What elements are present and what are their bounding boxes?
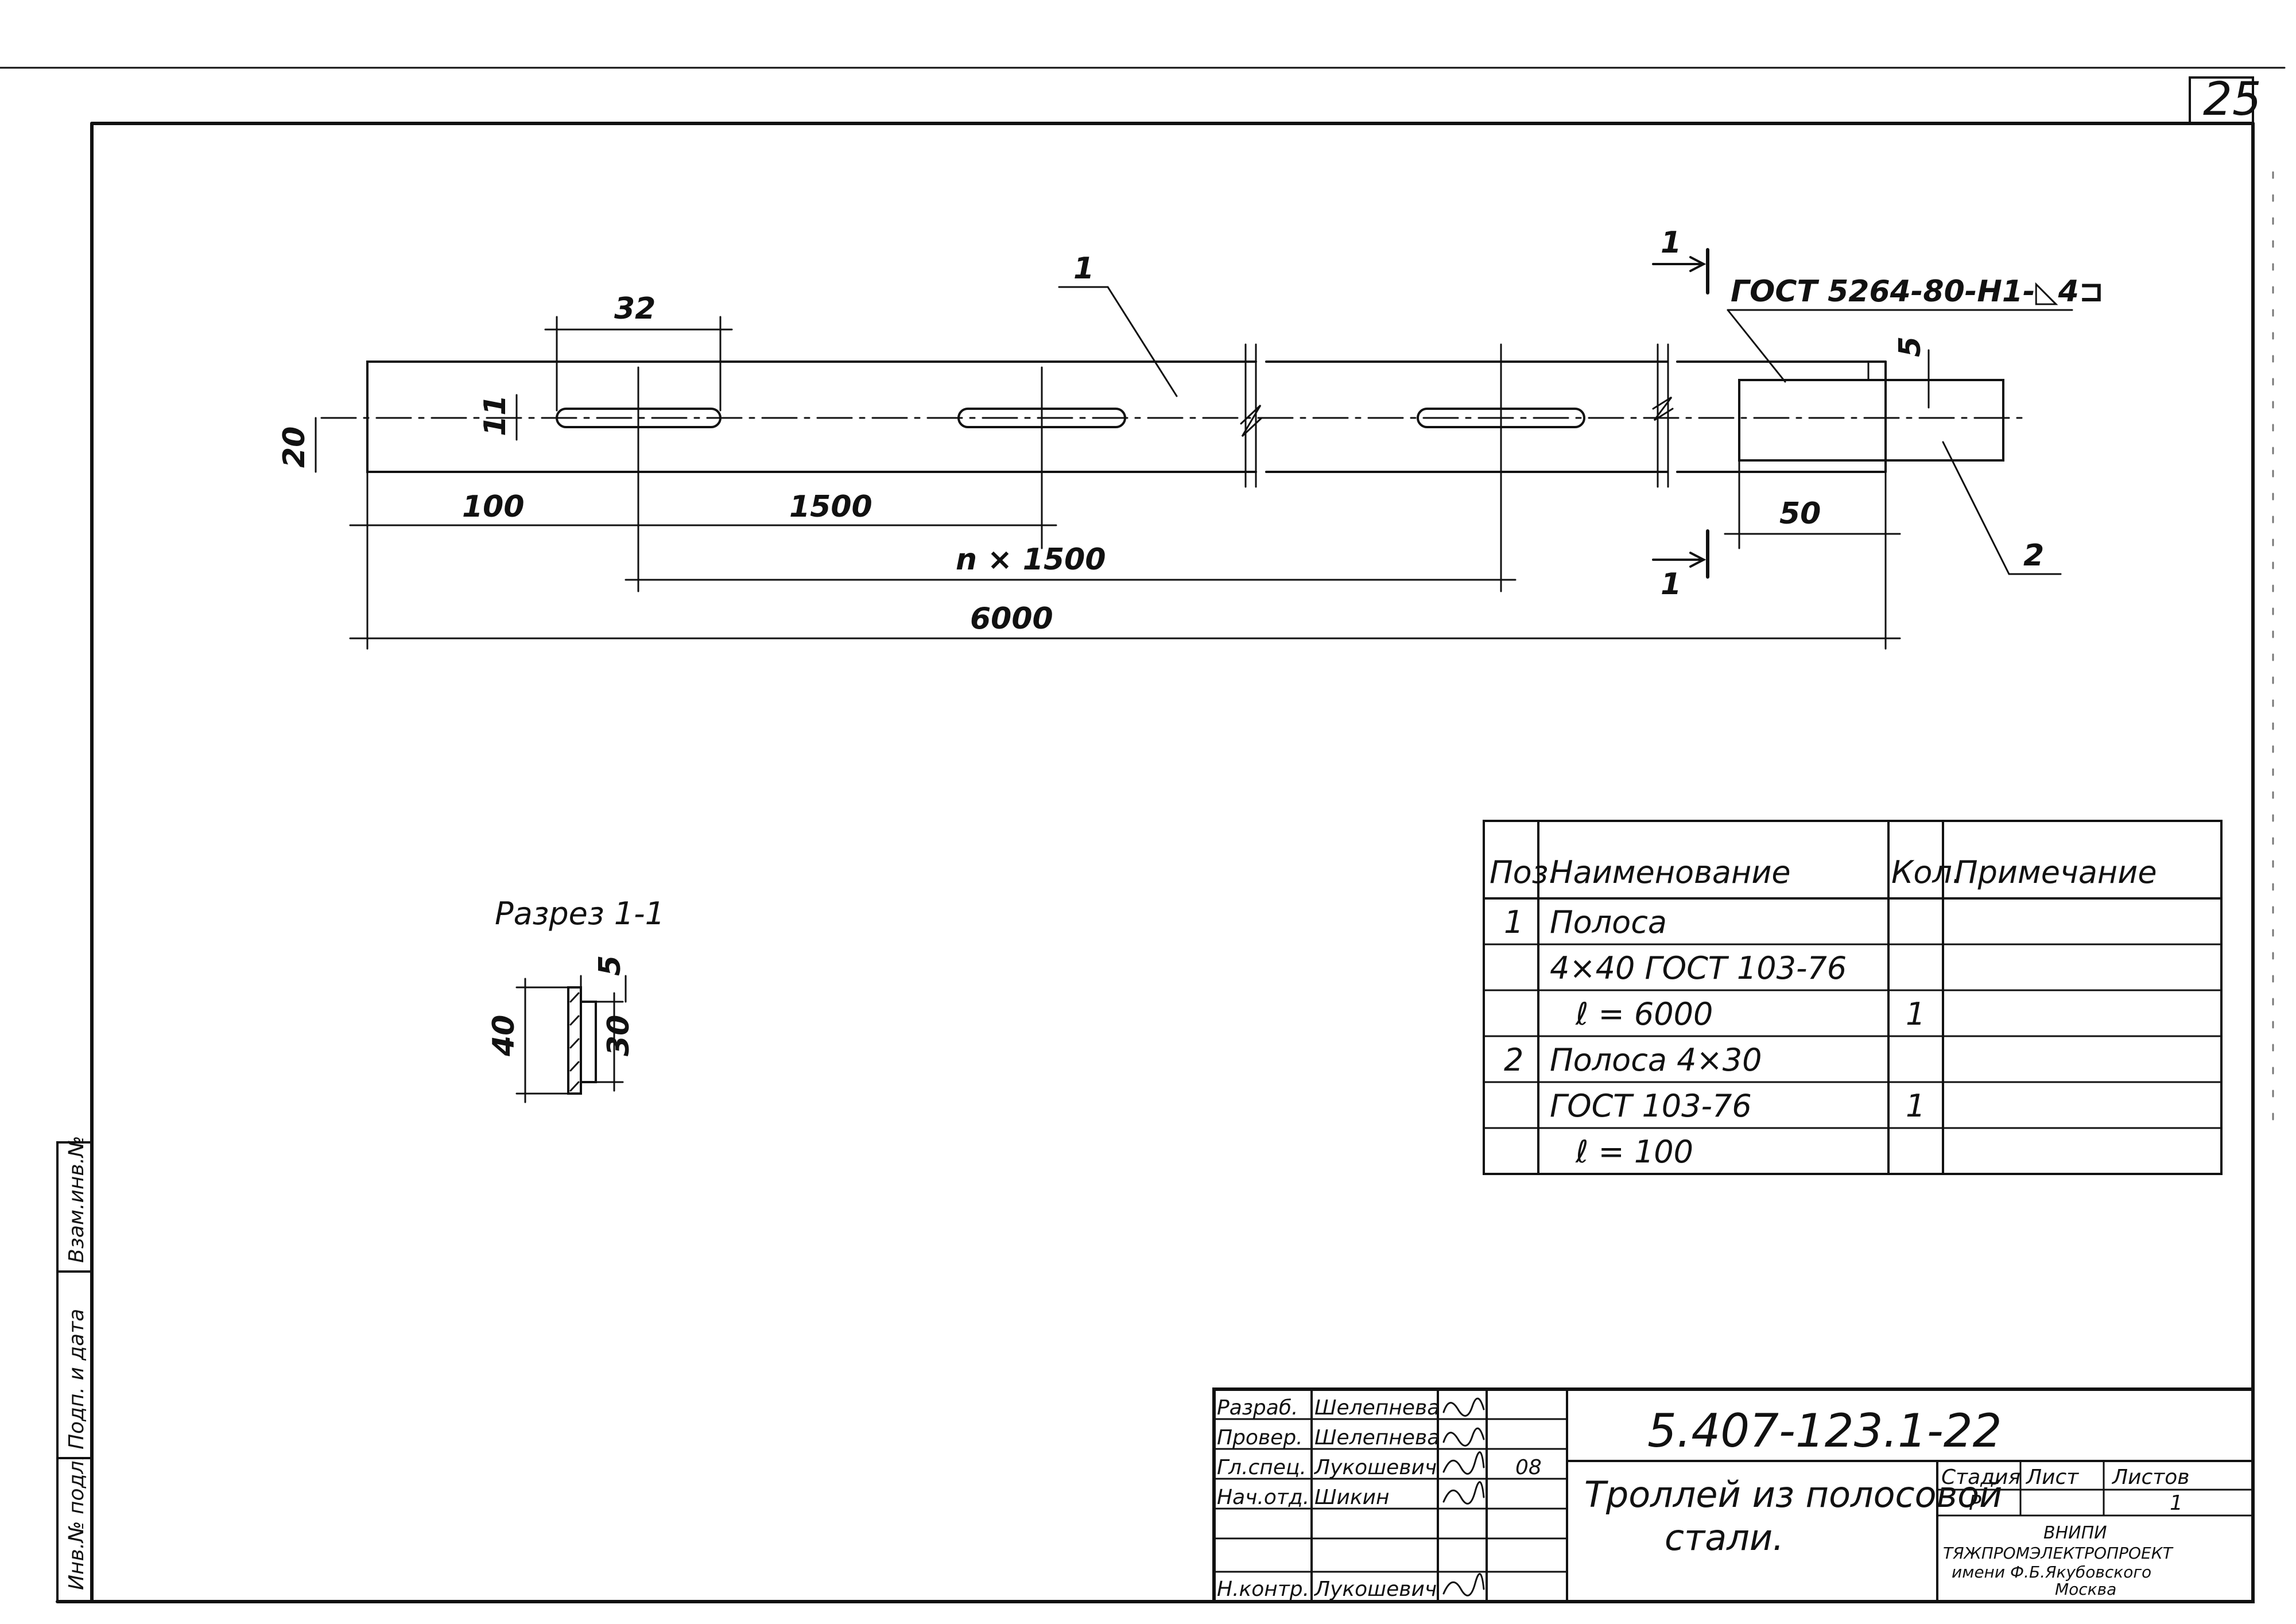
- name-3: Лукошевич: [1313, 1456, 1437, 1479]
- section-strip: [567, 986, 582, 1095]
- dimensions: 32 11 20 100 1500 n × 1500 6000 50 5: [277, 292, 1930, 650]
- org-line3: имени Ф.Б.Якубовского: [1952, 1563, 2151, 1582]
- side-stamp-cell-3: Взам.инв.№: [65, 1135, 88, 1263]
- cut-mark-bottom: 1: [1661, 567, 1681, 602]
- dim-gap: 5: [1893, 336, 1927, 357]
- dim-offset-first: 100: [462, 490, 525, 524]
- doc-title-line2: стали.: [1665, 1517, 1784, 1559]
- trolley-strip-plan: [320, 343, 2027, 488]
- name-2: Шелепнева: [1314, 1426, 1440, 1449]
- stage-value: Р: [1969, 1491, 1981, 1515]
- side-stamp-cell-2: Подп. и дата: [65, 1309, 88, 1449]
- org-line2: ТЯЖПРОМЭЛЕКТРОПРОЕКТ: [1943, 1544, 2174, 1563]
- spec-table: Поз. Наименование Кол. Примечание 1 Поло…: [1483, 820, 2223, 1175]
- callouts: 1 2 1 1 ГОСТ 5264-80-Н1-◺4⊐: [1058, 226, 2104, 602]
- spec-row6-name: ℓ = 100: [1575, 1134, 1693, 1170]
- section-overlay: [580, 1001, 597, 1083]
- dim-pitch: 1500: [789, 490, 872, 524]
- weld-spec: ГОСТ 5264-80-Н1-◺4⊐: [1731, 274, 2104, 309]
- doc-title-line1: Троллей из полосовой: [1584, 1474, 2002, 1516]
- spec-header-name: Наименование: [1550, 854, 1791, 890]
- name-7: Лукошевич: [1313, 1578, 1437, 1601]
- section-title: Разрез 1-1: [495, 896, 665, 932]
- spec-row3-name: ℓ = 6000: [1575, 996, 1713, 1032]
- title-block: Разраб. Шелепнева Провер. Шелепнева Гл.с…: [1212, 1387, 2255, 1603]
- signatures: [1442, 1397, 1485, 1596]
- spec-row5-name: ГОСТ 103-76: [1550, 1088, 1752, 1124]
- section-dim-30: 30: [602, 1015, 636, 1056]
- col-sheet: Лист: [2025, 1466, 2079, 1489]
- dim-slot-width: 11: [478, 395, 513, 436]
- spec-row4-pos: 2: [1504, 1042, 1523, 1078]
- col-stage: Стадия: [1941, 1466, 2020, 1489]
- break-symbol-2: [1652, 343, 1674, 488]
- callout-pos-1: 1: [1073, 251, 1094, 286]
- side-stamp: Инв.№ подл. Подп. и дата Взам.инв.№: [56, 1135, 93, 1603]
- sheet-number: 25: [2203, 72, 2262, 126]
- section-view: Разрез 1-1 40 30 5: [487, 896, 665, 1103]
- spec-row3-qty: 1: [1906, 996, 1925, 1032]
- name-1: Шелепнева: [1314, 1396, 1440, 1420]
- role-2: Провер.: [1217, 1426, 1303, 1449]
- doc-code: 5.407-123.1-22: [1647, 1404, 2002, 1458]
- cut-mark-top: 1: [1661, 226, 1681, 260]
- dim-strip-height: 20: [277, 427, 312, 468]
- spec-row1-name: Полоса: [1550, 904, 1667, 940]
- sheet-number-box: 25: [2189, 72, 2262, 126]
- sheets-value: 1: [2170, 1491, 2183, 1515]
- dim-total-length: 6000: [970, 602, 1053, 636]
- role-7: Н.контр.: [1217, 1578, 1309, 1601]
- section-dim-40: 40: [487, 1015, 521, 1057]
- spec-row2-name: 4×40 ГОСТ 103-76: [1550, 950, 1847, 986]
- dim-pitch-multiple: n × 1500: [956, 542, 1106, 577]
- side-stamp-cell-1: Инв.№ подл.: [65, 1454, 88, 1590]
- spec-row4-name: Полоса 4×30: [1550, 1042, 1762, 1078]
- dim-overlap: 50: [1779, 497, 1821, 531]
- date-mark: 08: [1515, 1456, 1542, 1479]
- org-line4: Москва: [2055, 1580, 2116, 1599]
- role-4: Нач.отд.: [1217, 1486, 1309, 1509]
- col-sheets: Листов: [2111, 1466, 2189, 1489]
- overlay-plate: [1738, 379, 2004, 462]
- spec-row5-qty: 1: [1906, 1088, 1925, 1124]
- section-dim-5: 5: [593, 955, 627, 976]
- break-symbol-1: [1240, 343, 1263, 488]
- spec-row1-pos: 1: [1504, 904, 1523, 940]
- callout-pos-2: 2: [2023, 538, 2044, 573]
- role-3: Гл.спец.: [1217, 1456, 1306, 1479]
- spec-header-pos: Поз.: [1490, 854, 1558, 890]
- spec-header-note: Примечание: [1954, 854, 2157, 890]
- dim-slot-length: 32: [614, 292, 656, 326]
- org-line1: ВНИПИ: [2043, 1523, 2107, 1543]
- name-4: Шикин: [1314, 1486, 1390, 1509]
- role-1: Разраб.: [1217, 1396, 1298, 1420]
- spec-header-qty: Кол.: [1891, 854, 1962, 890]
